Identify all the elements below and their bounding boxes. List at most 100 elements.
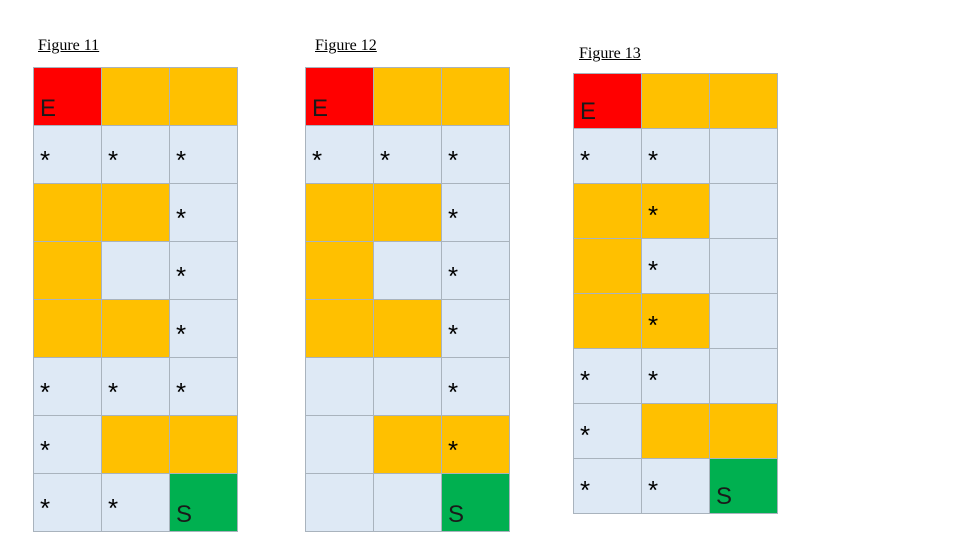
grid-cell-r7-c1: * — [34, 416, 101, 473]
path-marker: * — [108, 493, 119, 523]
grid-cell-r2-c1: * — [574, 129, 641, 183]
path-marker: * — [312, 145, 323, 175]
figure-12-title: Figure 12 — [315, 37, 377, 54]
path-marker: * — [176, 261, 187, 291]
figure-13-title: Figure 13 — [579, 45, 641, 62]
grid-cell-r2-c3 — [710, 129, 777, 183]
figure-13-grid: E * * * * * * * * * * S — [573, 73, 778, 514]
grid-cell-r6-c2: * — [102, 358, 169, 415]
path-marker: * — [40, 377, 51, 407]
grid-cell-r3-c3: * — [442, 184, 509, 241]
grid-cell-r1-c2 — [374, 68, 441, 125]
grid-cell-r6-c2: * — [642, 349, 709, 403]
grid-cell-r5-c3: * — [442, 300, 509, 357]
path-marker: * — [648, 310, 659, 340]
grid-cell-r1-c1: E — [34, 68, 101, 125]
path-marker: * — [176, 203, 187, 233]
grid-cell-r4-c3 — [710, 239, 777, 293]
grid-cell-r2-c1: * — [306, 126, 373, 183]
start-label: S — [716, 483, 733, 510]
path-marker: * — [448, 261, 459, 291]
grid-cell-r3-c3 — [710, 184, 777, 238]
grid-cell-r5-c1 — [306, 300, 373, 357]
grid-cell-r7-c2 — [642, 404, 709, 458]
grid-cell-r5-c1 — [574, 294, 641, 348]
path-marker: * — [648, 255, 659, 285]
grid-cell-r1-c1: E — [306, 68, 373, 125]
grid-cell-r2-c2: * — [102, 126, 169, 183]
path-marker: * — [648, 200, 659, 230]
grid-cell-r4-c1 — [306, 242, 373, 299]
grid-cell-r7-c2 — [374, 416, 441, 473]
path-marker: * — [176, 377, 187, 407]
grid-cell-r2-c1: * — [34, 126, 101, 183]
path-marker: * — [580, 145, 591, 175]
grid-cell-r3-c2: * — [642, 184, 709, 238]
grid-cell-r3-c3: * — [170, 184, 237, 241]
grid-cell-r6-c3: * — [442, 358, 509, 415]
grid-cell-r4-c2 — [102, 242, 169, 299]
grid-cell-r7-c3: * — [442, 416, 509, 473]
grid-cell-r6-c1 — [306, 358, 373, 415]
grid-cell-r5-c2 — [374, 300, 441, 357]
end-label: E — [40, 95, 57, 122]
grid-cell-r8-c2 — [374, 474, 441, 531]
grid-cell-r5-c2 — [102, 300, 169, 357]
grid-cell-r5-c3 — [710, 294, 777, 348]
grid-cell-r2-c3: * — [170, 126, 237, 183]
grid-cell-r7-c2 — [102, 416, 169, 473]
grid-cell-r4-c1 — [574, 239, 641, 293]
path-marker: * — [176, 319, 187, 349]
grid-cell-r8-c3: S — [710, 459, 777, 513]
grid-cell-r8-c1 — [306, 474, 373, 531]
grid-cell-r6-c3 — [710, 349, 777, 403]
grid-cell-r1-c3 — [442, 68, 509, 125]
figure-11-title: Figure 11 — [38, 37, 100, 54]
grid-cell-r7-c3 — [170, 416, 237, 473]
path-marker: * — [648, 475, 659, 505]
path-marker: * — [40, 493, 51, 523]
grid-cell-r4-c2: * — [642, 239, 709, 293]
path-marker: * — [648, 145, 659, 175]
grid-cell-r6-c1: * — [34, 358, 101, 415]
path-marker: * — [448, 203, 459, 233]
grid-cell-r1-c3 — [710, 74, 777, 128]
grid-cell-r3-c2 — [102, 184, 169, 241]
path-marker: * — [108, 377, 119, 407]
path-marker: * — [40, 145, 51, 175]
grid-cell-r7-c3 — [710, 404, 777, 458]
grid-cell-r2-c2: * — [642, 129, 709, 183]
grid-cell-r4-c1 — [34, 242, 101, 299]
grid-cell-r3-c1 — [306, 184, 373, 241]
grid-cell-r6-c2 — [374, 358, 441, 415]
path-marker: * — [380, 145, 391, 175]
path-marker: * — [448, 377, 459, 407]
figure-12-grid: E********S — [305, 67, 510, 532]
grid-cell-r1-c1: E — [574, 74, 641, 128]
grid-cell-r6-c1: * — [574, 349, 641, 403]
grid-cell-r5-c1 — [34, 300, 101, 357]
grid-cell-r3-c1 — [34, 184, 101, 241]
grid-cell-r8-c2: * — [642, 459, 709, 513]
path-marker: * — [448, 435, 459, 465]
grid-cell-r3-c2 — [374, 184, 441, 241]
grid-cell-r8-c3: S — [170, 474, 237, 531]
grid-cell-r3-c1 — [574, 184, 641, 238]
grid-cell-r1-c3 — [170, 68, 237, 125]
grid-cell-r1-c2 — [642, 74, 709, 128]
start-label: S — [448, 501, 465, 528]
grid-cell-r8-c2: * — [102, 474, 169, 531]
end-label: E — [312, 95, 329, 122]
grid-cell-r6-c3: * — [170, 358, 237, 415]
grid-cell-r2-c2: * — [374, 126, 441, 183]
grid-cell-r5-c2: * — [642, 294, 709, 348]
path-marker: * — [580, 365, 591, 395]
path-marker: * — [580, 420, 591, 450]
path-marker: * — [176, 145, 187, 175]
start-label: S — [176, 501, 193, 528]
grid-cell-r5-c3: * — [170, 300, 237, 357]
path-marker: * — [580, 475, 591, 505]
grid-cell-r7-c1 — [306, 416, 373, 473]
figure-11-grid: E************S — [33, 67, 238, 532]
end-label: E — [580, 98, 597, 125]
